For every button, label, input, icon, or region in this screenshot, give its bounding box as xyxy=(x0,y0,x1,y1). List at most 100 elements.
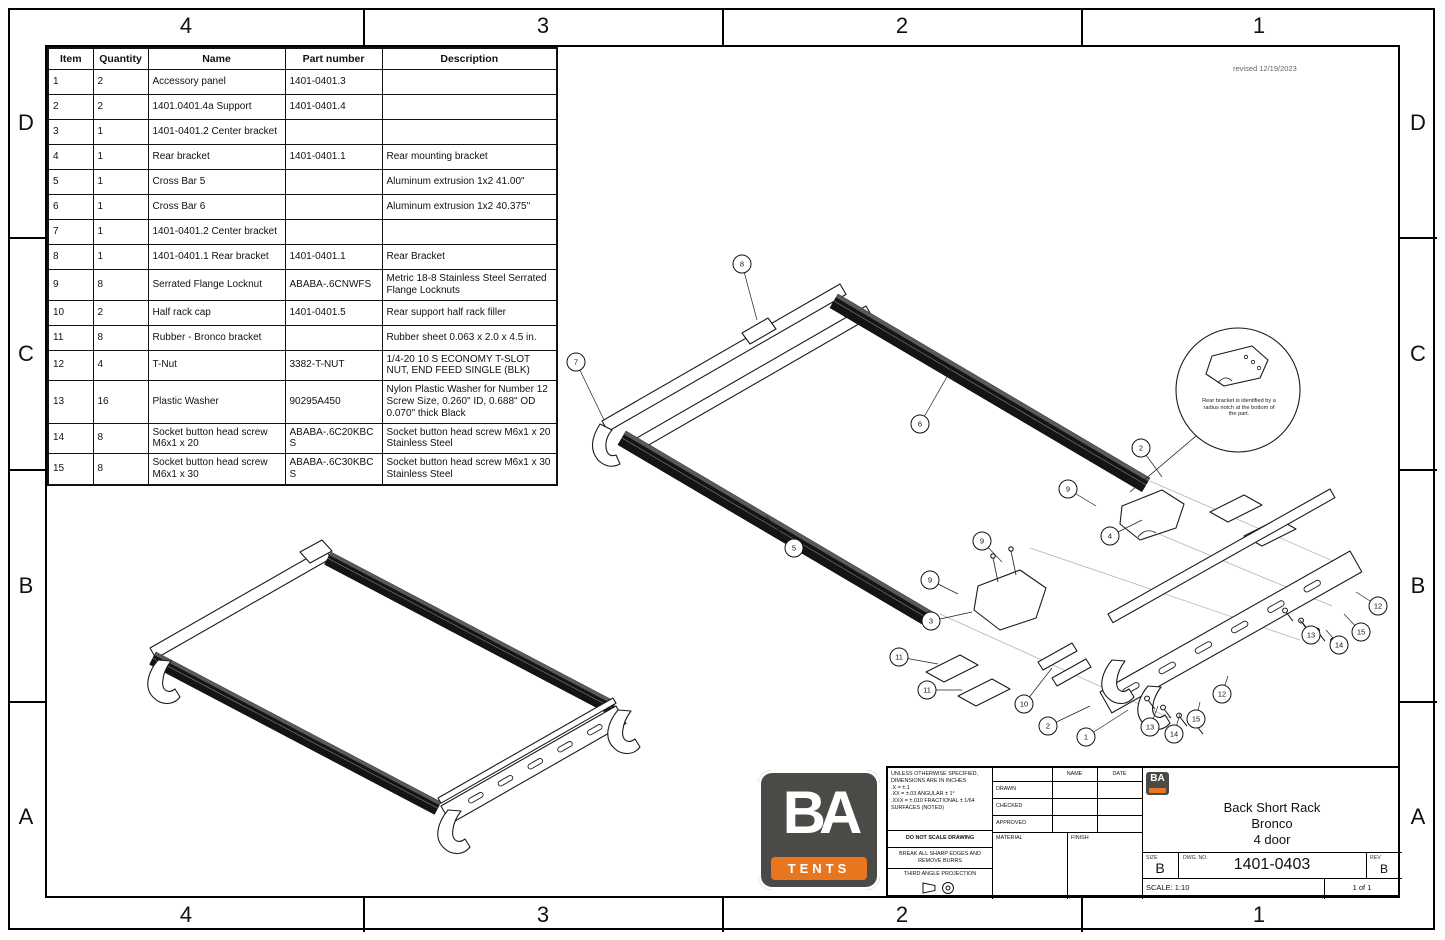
deburr-note: BREAK ALL SHARP EDGES AND REMOVE BURRS xyxy=(899,851,981,864)
zone-tick xyxy=(8,701,45,703)
bom-header-quantity: Quantity xyxy=(92,47,149,70)
zone-label-left: B xyxy=(18,573,34,598)
svg-text:1: 1 xyxy=(1084,733,1088,742)
svg-text:14: 14 xyxy=(1170,730,1178,739)
name-column-header: NAME xyxy=(1066,771,1083,777)
balloon-9 xyxy=(920,570,940,590)
balloon-6 xyxy=(910,414,930,434)
svg-text:13: 13 xyxy=(1146,723,1154,732)
zone-label-right: B xyxy=(1410,573,1426,598)
drawing-title-line2: Bronco xyxy=(1251,816,1293,831)
zone-tick xyxy=(1400,237,1437,239)
sheet-value: 1 of 1 xyxy=(1352,883,1372,892)
crossbar xyxy=(324,551,617,715)
zone-tick xyxy=(8,469,45,471)
size-label: SIZE xyxy=(1146,855,1158,861)
svg-text:7: 7 xyxy=(574,358,578,367)
svg-text:2: 2 xyxy=(1139,444,1143,453)
accessory-panel xyxy=(1099,550,1363,714)
title-block: UNLESS OTHERWISE SPECIFIED, DIMENSIONS A… xyxy=(886,766,1402,899)
accessory-panel xyxy=(440,705,627,824)
balloon-5 xyxy=(784,538,804,558)
bom-table: Item Quantity Name Part number Descripti… xyxy=(47,47,558,486)
scale-row: SCALE: 1:10 xyxy=(1146,883,1189,892)
zone-label-top: 2 xyxy=(895,13,909,38)
zone-label-top: 1 xyxy=(1252,13,1266,38)
detail-callout xyxy=(1129,327,1301,493)
zone-tick xyxy=(363,898,365,932)
bom-header-name: Name xyxy=(147,47,286,70)
svg-text:11: 11 xyxy=(923,686,931,695)
crossbar-6 xyxy=(829,293,1151,493)
revision-note: revised 12/19/2023 xyxy=(1233,64,1297,73)
zone-tick xyxy=(722,898,724,932)
exploded-view xyxy=(591,283,1363,735)
rail-foot xyxy=(591,423,621,467)
tolerance-notes: UNLESS OTHERWISE SPECIFIED, DIMENSIONS A… xyxy=(891,771,979,811)
size-value: B xyxy=(1155,860,1165,876)
finish-label: FINISH xyxy=(1071,835,1089,841)
balloon-14 xyxy=(1164,724,1184,744)
balloon-10 xyxy=(1014,694,1034,714)
balloon-8 xyxy=(732,254,752,274)
bom-header-item: Item xyxy=(47,47,94,70)
rubber-pad xyxy=(957,678,1011,707)
zone-tick xyxy=(1400,701,1437,703)
zone-tick xyxy=(1081,898,1083,932)
front-rail-assembly xyxy=(1037,488,1363,731)
assembled-view xyxy=(147,539,641,855)
scale-value: 1:10 xyxy=(1174,883,1190,892)
zone-tick xyxy=(1400,469,1437,471)
logo-ba-text: BA xyxy=(782,779,863,846)
approved-label: APPROVED xyxy=(996,820,1026,826)
balloon-1 xyxy=(1076,727,1096,747)
zone-tick xyxy=(363,8,365,45)
bom-header-part-number: Part number xyxy=(284,47,383,70)
rev-label: REV xyxy=(1370,855,1381,861)
zone-label-top: 4 xyxy=(179,13,193,38)
title-block-logo-text: BA xyxy=(1150,773,1165,784)
zone-tick xyxy=(722,8,724,45)
do-not-scale-note: DO NOT SCALE DRAWING xyxy=(905,835,975,841)
svg-text:15: 15 xyxy=(1357,628,1365,637)
svg-text:6: 6 xyxy=(918,420,922,429)
svg-text:2: 2 xyxy=(1046,722,1050,731)
center-bracket xyxy=(973,546,1047,631)
inner-border xyxy=(45,45,1400,898)
dwg-no-value: 1401-0403 xyxy=(1233,856,1311,873)
svg-text:13: 13 xyxy=(1307,631,1315,640)
support-rail xyxy=(1107,488,1336,624)
bom-header-row: Item Quantity Name Part number Descripti… xyxy=(47,47,558,70)
half-rack-cap xyxy=(1051,658,1092,687)
svg-text:12: 12 xyxy=(1218,690,1226,699)
detail-bracket xyxy=(1205,345,1269,387)
zone-label-left: A xyxy=(18,804,34,829)
zone-label-right: A xyxy=(1410,804,1426,829)
zone-label-right: C xyxy=(1410,341,1426,366)
dwg-no-label: DWG. NO. xyxy=(1183,855,1208,861)
svg-text:9: 9 xyxy=(928,576,932,585)
bom-header-description: Description xyxy=(381,47,558,70)
drawn-label: DRAWN xyxy=(996,786,1017,792)
balloon-2 xyxy=(1131,438,1151,458)
balloon-3 xyxy=(921,611,941,631)
balloon-11 xyxy=(889,647,909,667)
rear-bracket xyxy=(1119,489,1185,541)
date-column-header: DATE xyxy=(1112,771,1127,777)
logo-tents-banner: TENTS xyxy=(771,857,867,880)
svg-text:5: 5 xyxy=(792,544,796,553)
zone-label-right: D xyxy=(1410,110,1426,135)
svg-text:11: 11 xyxy=(895,653,903,662)
